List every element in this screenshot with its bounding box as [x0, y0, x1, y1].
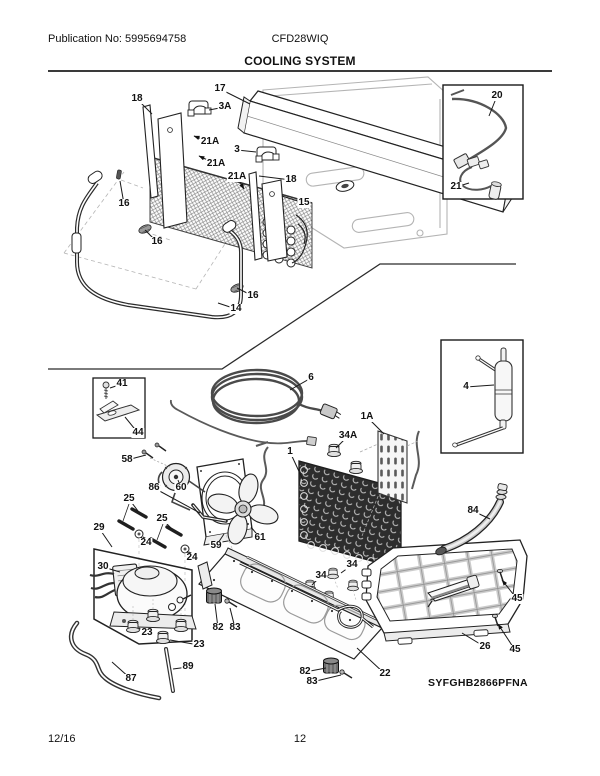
callout-20-13: 20	[490, 90, 504, 101]
filter-drier-4	[452, 347, 513, 448]
evaporator-assembly	[142, 100, 313, 269]
baffle-plate-1a	[359, 430, 419, 537]
callout-23-41: 23	[140, 627, 154, 638]
drain-hose-84	[435, 483, 508, 556]
callout-21A-5: 21A	[205, 158, 227, 169]
callout-45-34: 45	[510, 593, 524, 604]
callout-23-42: 23	[192, 639, 206, 650]
header-rule	[48, 70, 552, 72]
callout-18-0: 18	[130, 93, 144, 104]
thermostat-tube-14	[71, 170, 243, 320]
screw-41	[102, 381, 110, 399]
callout-24-30: 24	[185, 552, 199, 563]
callout-26-35: 26	[478, 641, 492, 652]
evaporator-side-plate-left	[157, 112, 188, 229]
callout-82-43: 82	[298, 666, 312, 677]
wire-harness-20	[450, 89, 508, 169]
fan-assembly	[141, 442, 279, 546]
screws-58	[141, 442, 173, 469]
overflow-channel	[427, 574, 480, 608]
grommets-34a	[327, 443, 363, 475]
callout-24-29: 24	[139, 537, 153, 548]
inset-box-harnesses	[442, 84, 524, 200]
callout-82-39: 82	[211, 622, 225, 633]
callout-30-28: 30	[96, 561, 110, 572]
callout-21A-3: 21A	[199, 136, 221, 147]
callout-45-36: 45	[508, 644, 522, 655]
callout-22-47: 22	[378, 668, 392, 679]
tube-clamp-3a	[187, 100, 212, 117]
tube-87	[68, 620, 162, 701]
callout-44-16: 44	[131, 427, 145, 438]
callout-34A-20: 34A	[337, 430, 359, 441]
callout-83-44: 83	[305, 676, 319, 687]
callout-89-45: 89	[181, 661, 195, 672]
page-title: COOLING SYSTEM	[244, 54, 356, 68]
callout-60-24: 60	[174, 482, 188, 493]
evaporator-bracket-18-left	[142, 104, 159, 199]
phantom-dashed-lines	[63, 171, 249, 290]
base-plate-22	[197, 547, 385, 660]
footer-page-number: 12	[293, 733, 307, 745]
callout-18-7: 18	[284, 174, 298, 185]
callout-17-1: 17	[213, 83, 227, 94]
coiled-tube-6	[169, 368, 420, 512]
callout-25-25: 25	[122, 493, 136, 504]
tube-89	[164, 647, 175, 693]
callout-14-12: 14	[229, 303, 243, 314]
callout-41-15: 41	[115, 378, 129, 389]
drain-pan-26	[361, 539, 528, 645]
callout-1A-19: 1A	[359, 411, 375, 422]
callout-61-32: 61	[253, 532, 267, 543]
bracket-44	[95, 400, 141, 422]
callout-29-27: 29	[92, 522, 106, 533]
screws-45	[491, 569, 504, 627]
callout-4-17: 4	[462, 381, 470, 392]
callout-87-46: 87	[124, 673, 138, 684]
callout-34-37: 34	[314, 570, 328, 581]
callout-6-18: 6	[307, 372, 315, 383]
inset-box-filter-drier	[440, 339, 524, 454]
footer-date: 12/16	[48, 733, 76, 745]
callout-59-31: 59	[209, 540, 223, 551]
callout-21A-6: 21A	[226, 171, 248, 182]
section-separator	[48, 263, 516, 370]
grommets-23	[126, 598, 188, 645]
callout-84-33: 84	[466, 505, 480, 516]
callout-16-10: 16	[150, 236, 164, 247]
evaporator-side-plate-15	[261, 179, 288, 262]
callout-16-11: 16	[246, 290, 260, 301]
fan-blade-61	[207, 473, 279, 545]
model-number: CFD28WIQ	[271, 33, 329, 45]
callout-25-26: 25	[155, 513, 169, 524]
compressor-assembly	[89, 563, 197, 630]
callout-1-21: 1	[286, 446, 294, 457]
callout-16-9: 16	[117, 198, 131, 209]
diagram-code: SYFGHB2866PFNA	[428, 677, 528, 689]
callout-86-23: 86	[147, 482, 161, 493]
callout-3-4: 3	[233, 144, 241, 155]
evaporator-bracket-18-right	[248, 171, 263, 261]
tube-clamp-3	[255, 146, 280, 163]
callout-34-38: 34	[345, 559, 359, 570]
callout-3A-2: 3A	[217, 101, 233, 112]
callout-58-22: 58	[120, 454, 134, 465]
callout-15-8: 15	[297, 197, 311, 208]
callout-83-40: 83	[228, 622, 242, 633]
callout-21-14: 21	[449, 181, 463, 192]
publication-number: Publication No: 5995694758	[48, 33, 187, 45]
